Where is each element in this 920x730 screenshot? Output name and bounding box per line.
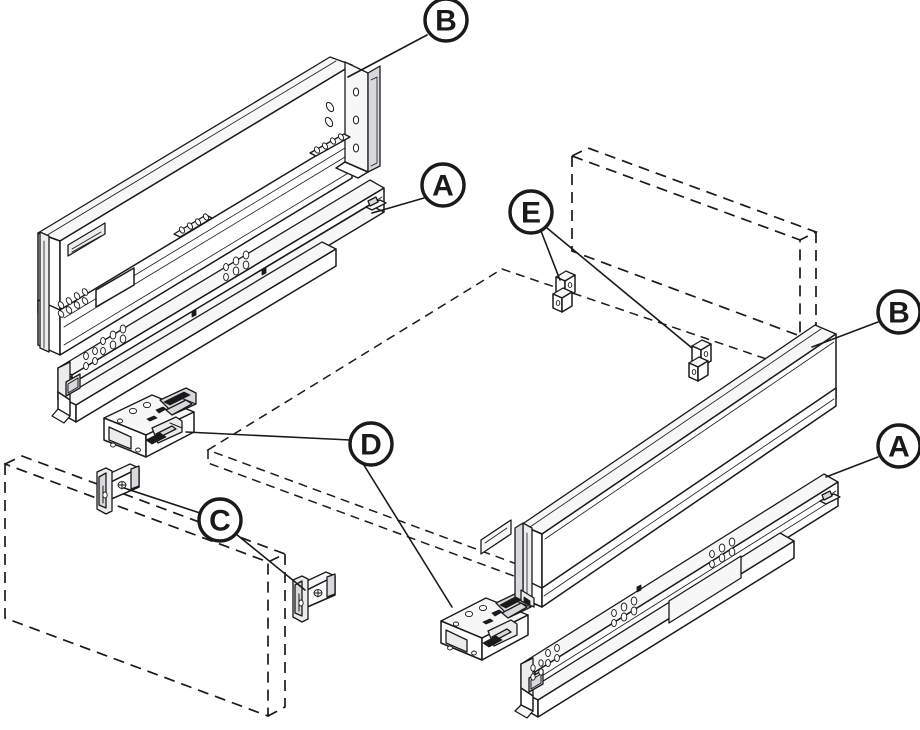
callout-d-label: D: [360, 429, 382, 462]
ghost-drawer-front-panel: [4, 455, 288, 718]
runner-hole-cluster-a2: [223, 250, 250, 282]
callout-d[interactable]: D: [348, 421, 394, 467]
callout-a-right-label: A: [888, 431, 910, 464]
callout-b-top[interactable]: B: [423, 0, 469, 43]
callout-b-right-circle: [876, 289, 920, 335]
callout-b-top-label: B: [435, 5, 457, 38]
runner-hole-cluster-a5: [709, 537, 736, 569]
callout-b-right[interactable]: B: [876, 289, 920, 335]
callout-b-right-label: B: [888, 297, 910, 330]
runner-hole-cluster-a3: [83, 346, 98, 371]
part-e-rear-fixing-clip-right: [688, 339, 712, 382]
callout-e-label: E: [521, 197, 541, 230]
callout-e-circle: [508, 189, 554, 235]
part-c-back-panel-bracket-lower: [292, 571, 336, 623]
perforation-cluster-b2: [173, 213, 213, 238]
callout-d-circle: [348, 421, 394, 467]
callout-c[interactable]: C: [197, 497, 243, 543]
runner-hole-cluster-a1: [100, 324, 127, 356]
callout-c-label: C: [209, 505, 231, 538]
part-b-drawer-side-panel-lower: [480, 324, 837, 608]
part-a-slide-runner-upper: [51, 179, 387, 424]
callout-b-top-circle: [423, 0, 469, 43]
part-b-drawer-side-panel-upper: [37, 56, 381, 356]
runner-hole-cluster-a6: [545, 643, 560, 668]
callout-a-right[interactable]: A: [876, 423, 920, 469]
callout-a-top[interactable]: A: [420, 162, 466, 208]
callout-a-top-circle: [420, 162, 466, 208]
part-e-rear-fixing-clip-left: [552, 270, 576, 313]
part-d-front-locking-latch-left: [103, 387, 197, 458]
callout-a-top-label: A: [432, 170, 454, 203]
runner-hole-cluster-a4: [611, 596, 638, 628]
callout-c-circle: [197, 497, 243, 543]
perforation-cluster-b3: [309, 133, 351, 157]
perforation-cluster-b1: [57, 288, 89, 318]
runner-hole-cluster-a7: [530, 659, 544, 681]
callout-a-right-circle: [876, 423, 920, 469]
leader-lines: [123, 34, 879, 608]
part-a-slide-runner-lower: [514, 473, 841, 719]
callout-e[interactable]: E: [508, 189, 554, 235]
part-c-back-panel-bracket-upper: [96, 463, 140, 515]
